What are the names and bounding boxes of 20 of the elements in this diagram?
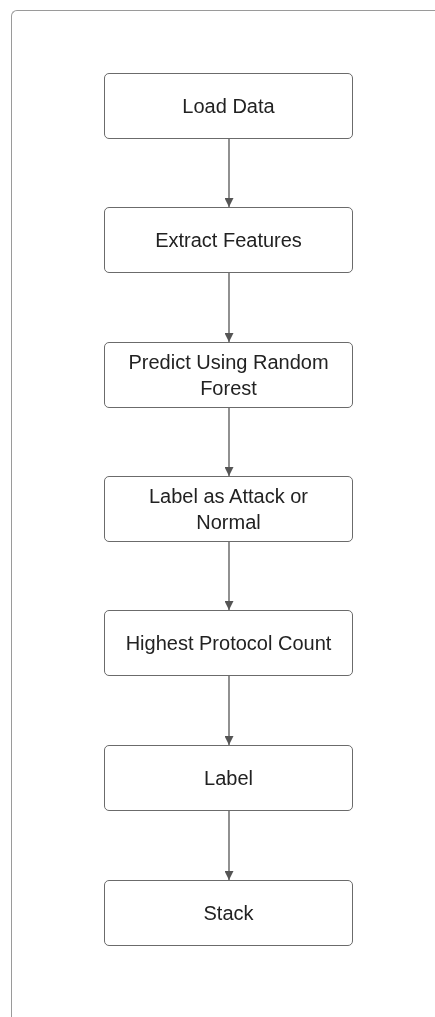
box-label: Stack [203,901,254,926]
arrow [224,138,234,208]
process-box [104,73,353,139]
box-label: Load Data [182,94,275,119]
process-box [104,207,353,273]
process-box [104,880,353,946]
process-box [104,342,353,408]
arrow [224,675,234,746]
box-label: Highest Protocol Count [125,631,332,656]
box-label: Extract Features [155,228,302,253]
arrow [224,810,234,881]
process-box [104,610,353,676]
box-label: Label as Attack or Normal [148,484,309,535]
arrow [224,541,234,611]
process-box [104,745,353,811]
box-label: Label [204,766,253,791]
process-box [104,476,353,542]
arrow [224,272,234,343]
arrow [224,407,234,477]
box-label: Predict Using Random Forest [127,350,330,401]
